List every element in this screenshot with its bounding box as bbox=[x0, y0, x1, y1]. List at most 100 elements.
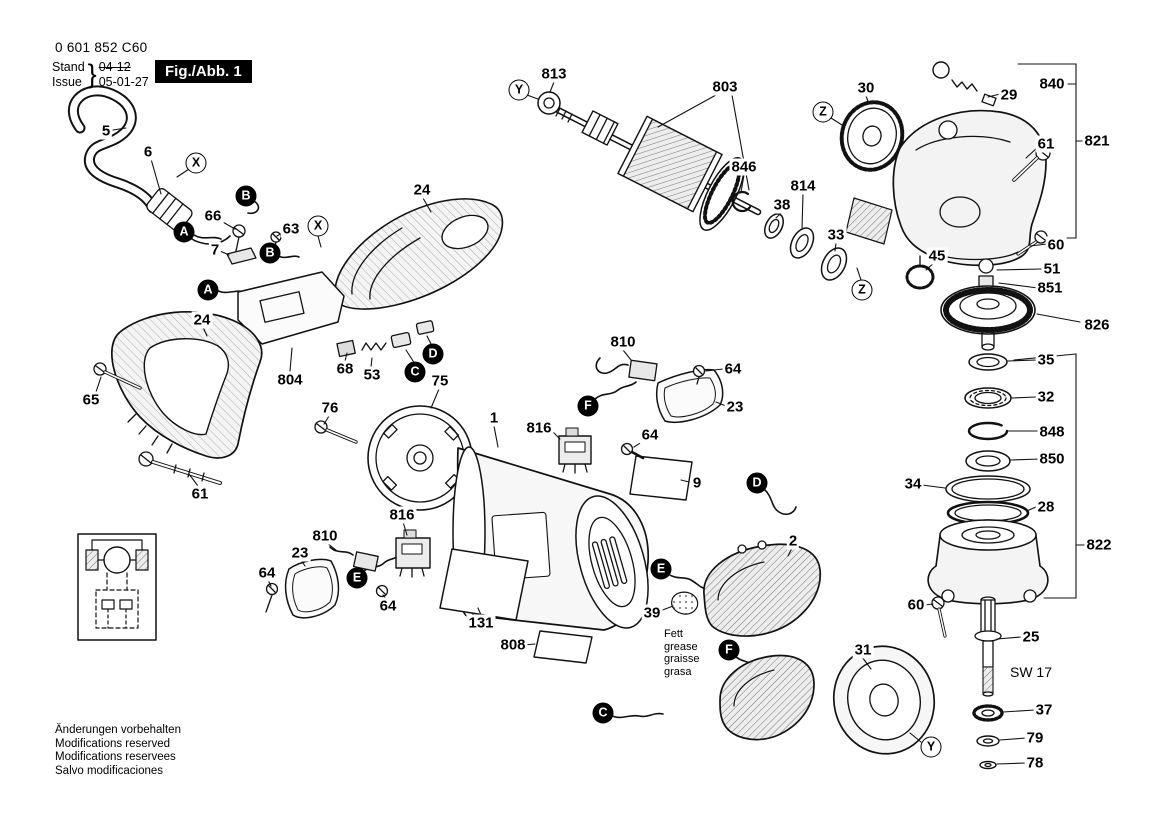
bevel-pinion-45 bbox=[905, 255, 935, 290]
washer-79 bbox=[976, 735, 1000, 747]
armature bbox=[554, 106, 762, 231]
label-plate-808 bbox=[533, 630, 593, 664]
part-label-810: 810 bbox=[310, 527, 340, 545]
part-label-29: 29 bbox=[998, 86, 1020, 104]
air-deflector bbox=[845, 197, 893, 245]
ring-gear-30 bbox=[839, 100, 905, 172]
field-stator-lower bbox=[719, 654, 815, 741]
bearing-814 bbox=[789, 227, 815, 259]
screw-66 bbox=[232, 224, 246, 252]
part-label-78: 78 bbox=[1024, 754, 1046, 772]
part-label-64: 64 bbox=[722, 360, 744, 378]
part-number: 0 601 852 C60 bbox=[55, 40, 148, 55]
part-label-32: 32 bbox=[1035, 388, 1057, 406]
spindle-25 bbox=[974, 596, 1002, 697]
part-label-79: 79 bbox=[1024, 729, 1046, 747]
part-label-804: 804 bbox=[275, 371, 305, 389]
callout-D: D bbox=[422, 343, 444, 365]
part-label-9: 9 bbox=[690, 474, 704, 492]
callout-A: A bbox=[197, 279, 219, 301]
footer-line: Änderungen vorbehalten bbox=[55, 724, 181, 736]
part-label-45: 45 bbox=[926, 247, 948, 265]
wiring-schematic-inset bbox=[77, 533, 157, 641]
part-label-30: 30 bbox=[855, 79, 877, 97]
screw-76 bbox=[314, 420, 358, 444]
stand-label: Stand bbox=[52, 59, 85, 74]
part-label-60: 60 bbox=[905, 596, 927, 614]
washer-78 bbox=[979, 760, 997, 770]
screw-61-left bbox=[138, 451, 222, 485]
part-label-816: 816 bbox=[387, 506, 417, 524]
part-label-53: 53 bbox=[361, 366, 383, 384]
part-label-75: 75 bbox=[429, 372, 451, 390]
nameplate-131 bbox=[439, 548, 529, 621]
part-label-23: 23 bbox=[289, 544, 311, 562]
part-label-64: 64 bbox=[256, 564, 278, 582]
field-stator-upper bbox=[703, 540, 822, 637]
callout-B: B bbox=[235, 185, 257, 207]
part-label-25: 25 bbox=[1020, 628, 1042, 646]
part-label-808: 808 bbox=[498, 636, 528, 654]
screw-64-c bbox=[265, 582, 279, 613]
callout-Y: Y bbox=[920, 736, 942, 758]
callout-F: F bbox=[577, 395, 599, 417]
brush-assembly-top bbox=[628, 359, 658, 382]
screw-64-a bbox=[692, 364, 706, 385]
leader-lines bbox=[95, 63, 1085, 765]
part-label-65: 65 bbox=[80, 391, 102, 409]
footer-line: Salvo modificaciones bbox=[55, 764, 164, 777]
part-label-131: 131 bbox=[466, 614, 496, 632]
part-label-33: 33 bbox=[825, 226, 847, 244]
part-label-60: 60 bbox=[1045, 236, 1067, 254]
part-label-1: 1 bbox=[487, 409, 501, 427]
revision-brace: } bbox=[87, 59, 97, 89]
callout-F: F bbox=[718, 639, 740, 661]
issue-label: Issue bbox=[52, 74, 82, 89]
grease-note-line: graisse bbox=[664, 653, 700, 665]
callout-Z: Z bbox=[851, 279, 873, 301]
callout-X: X bbox=[185, 152, 207, 174]
part-label-sw-17: SW 17 bbox=[1009, 664, 1053, 680]
footer-notes: Änderungen vorbehalten Modifications res… bbox=[55, 724, 181, 778]
end-cover-31 bbox=[832, 645, 936, 755]
screw-64-b bbox=[620, 442, 645, 460]
part-label-851: 851 bbox=[1035, 279, 1065, 297]
callout-C: C bbox=[404, 361, 426, 383]
handle-shell bbox=[111, 311, 263, 459]
part-label-38: 38 bbox=[771, 196, 793, 214]
cover-plate-23-right bbox=[655, 368, 724, 423]
detent-parts-29 bbox=[932, 61, 997, 107]
callout-C: C bbox=[592, 702, 614, 724]
baffle-plate bbox=[629, 455, 693, 501]
part-label-68: 68 bbox=[334, 360, 356, 378]
part-label-63: 63 bbox=[280, 220, 302, 238]
grease-note-line: grease bbox=[664, 640, 698, 653]
bearing-flange-822 bbox=[927, 519, 1049, 605]
footer-line: Modifications reserved bbox=[55, 737, 171, 750]
part-label-814: 814 bbox=[788, 177, 818, 195]
part-label-846: 846 bbox=[729, 158, 759, 176]
gear-housing bbox=[892, 109, 1047, 267]
stand-value: 04-12 bbox=[98, 59, 131, 74]
part-label-7: 7 bbox=[208, 241, 222, 259]
power-cord bbox=[68, 85, 159, 214]
callout-D: D bbox=[746, 472, 768, 494]
part-label-24: 24 bbox=[191, 311, 213, 329]
part-label-810: 810 bbox=[608, 333, 638, 351]
part-label-66: 66 bbox=[202, 207, 224, 225]
part-label-61: 61 bbox=[1035, 135, 1057, 153]
switch-block-816-center bbox=[558, 427, 592, 474]
part-label-2: 2 bbox=[786, 532, 800, 550]
part-label-31: 31 bbox=[852, 641, 874, 659]
callout-E: E bbox=[346, 567, 368, 589]
gear-washer-37 bbox=[972, 704, 1004, 722]
cover-plate-23-left bbox=[284, 558, 340, 619]
part-label-850: 850 bbox=[1037, 450, 1067, 468]
part-label-61: 61 bbox=[189, 485, 211, 503]
part-label-51: 51 bbox=[1041, 260, 1063, 278]
grease-note: Fett grease graisse grasa bbox=[664, 628, 699, 678]
part-label-34: 34 bbox=[902, 475, 924, 493]
